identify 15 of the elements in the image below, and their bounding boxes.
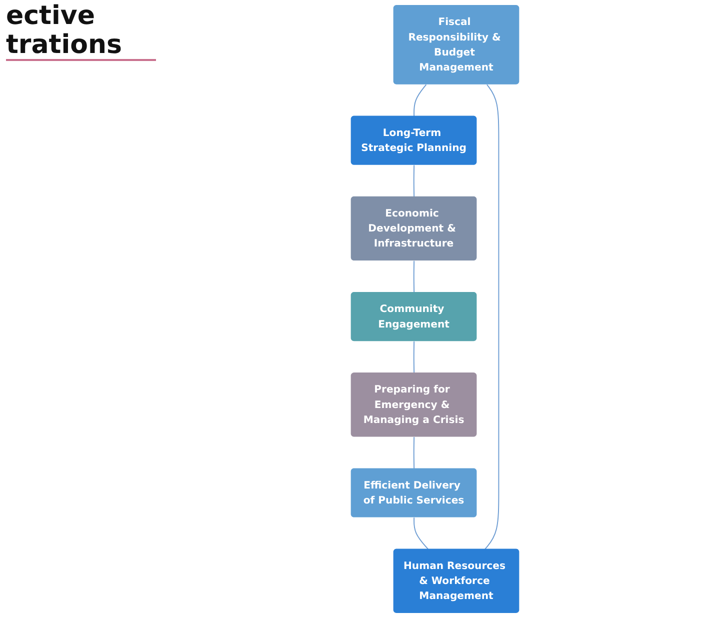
node-box: Preparing for Emergency & Managing a Crisis bbox=[350, 372, 477, 437]
connector bbox=[413, 164, 415, 198]
connector bbox=[413, 340, 415, 374]
connector bbox=[413, 436, 415, 469]
connector bbox=[414, 517, 429, 550]
connector bbox=[413, 260, 415, 293]
node-box: Fiscal Responsibility & Budget Management bbox=[393, 5, 520, 84]
node-box: Human Resources & Workforce Management bbox=[393, 548, 520, 613]
connector bbox=[414, 84, 427, 117]
node-box: Community Engagement bbox=[350, 292, 477, 342]
node-box: Efficient Delivery of Public Services bbox=[350, 468, 477, 518]
connector bbox=[484, 84, 500, 550]
title: ective trations bbox=[6, 2, 156, 62]
node-box: Economic Development & Infrastructure bbox=[350, 196, 477, 261]
node-box: Long-Term Strategic Planning bbox=[350, 116, 477, 165]
